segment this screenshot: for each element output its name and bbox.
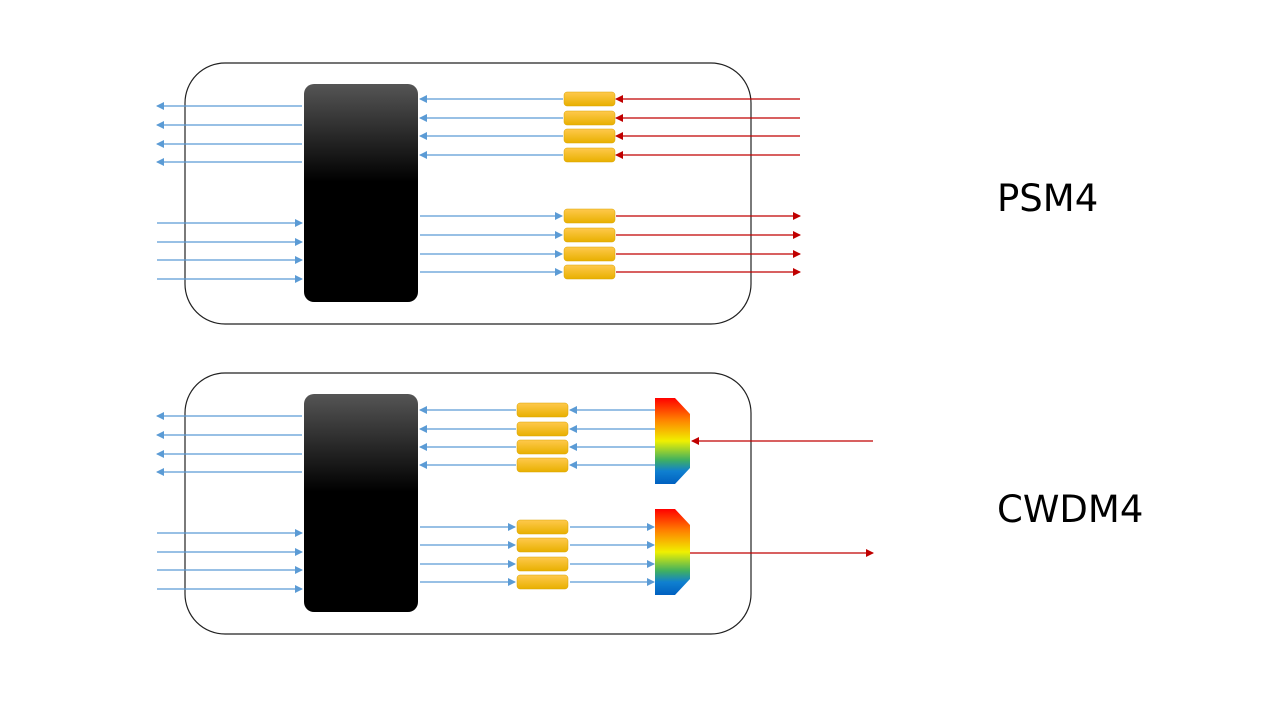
laser — [516, 574, 569, 590]
laser — [563, 208, 616, 224]
photodetector — [563, 147, 616, 163]
photodetector — [563, 128, 616, 144]
photodetector — [516, 421, 569, 437]
cwdm4-label: CWDM4 — [997, 488, 1144, 531]
psm4-label: PSM4 — [997, 177, 1099, 220]
laser — [563, 246, 616, 262]
laser — [563, 227, 616, 243]
photodetector — [563, 91, 616, 107]
photodetector — [516, 457, 569, 473]
laser — [516, 519, 569, 535]
dsp-chip — [304, 394, 418, 612]
multiplexer — [655, 509, 690, 595]
laser — [516, 537, 569, 553]
laser — [516, 556, 569, 572]
dsp-chip — [304, 84, 418, 302]
module-enclosure — [184, 62, 752, 325]
demultiplexer — [655, 398, 690, 484]
laser — [563, 264, 616, 280]
module-enclosure — [184, 372, 752, 635]
photodetector — [516, 402, 569, 418]
photodetector — [563, 110, 616, 126]
photodetector — [516, 439, 569, 455]
